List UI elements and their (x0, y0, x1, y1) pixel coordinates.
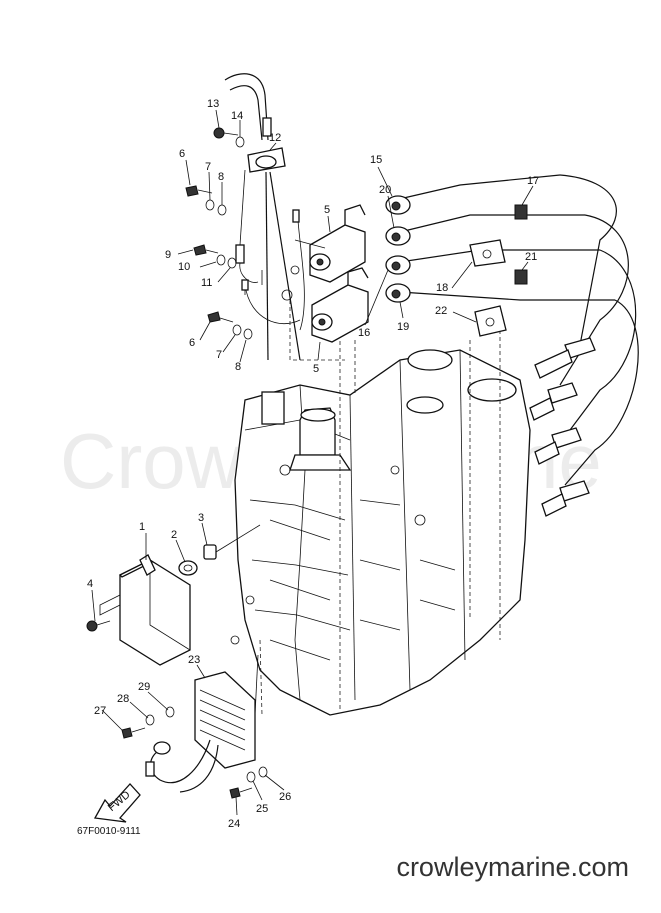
callout-14: 14 (231, 110, 243, 122)
bolt-4 (86, 620, 111, 632)
bolt-6-upper (185, 185, 213, 197)
wire-harness-top (224, 73, 301, 361)
callout-1: 1 (139, 521, 145, 533)
callout-29: 29 (138, 681, 150, 693)
callout-8-lower: 8 (235, 361, 241, 373)
callout-17: 17 (527, 175, 539, 187)
callout-28: 28 (117, 693, 129, 705)
callout-7-upper: 7 (205, 161, 211, 173)
lead-boot-19 (385, 283, 411, 303)
spark-plug-leads (385, 174, 639, 517)
bolt-13 (213, 127, 239, 139)
plug-cap-4 (541, 480, 590, 517)
washer-8-upper (217, 204, 227, 216)
footer-site-url: crowleymarine.com (396, 852, 629, 882)
bolt-27 (121, 727, 146, 739)
callout-19: 19 (397, 321, 409, 333)
fwd-arrow: FWD (93, 783, 141, 823)
washer-29 (165, 706, 175, 718)
clamp-21 (514, 269, 528, 285)
lead-boot-16 (385, 255, 411, 275)
callout-4: 4 (87, 578, 93, 590)
clamp-18 (469, 239, 506, 267)
holder-22 (474, 305, 507, 337)
callout-8-upper: 8 (218, 171, 224, 183)
washer-11 (227, 257, 237, 269)
callout-21: 21 (525, 251, 537, 263)
callout-12: 12 (269, 132, 281, 144)
rectifier-regulator (121, 654, 268, 799)
callout-23: 23 (188, 654, 200, 666)
washer-10 (216, 254, 226, 266)
callout-9: 9 (165, 249, 171, 261)
grommet-2 (178, 560, 198, 576)
ignition-coil-upper (309, 204, 366, 283)
cdi-unit (86, 524, 261, 666)
callout-25: 25 (256, 803, 268, 815)
callout-27: 27 (94, 705, 106, 717)
washer-7-lower (232, 324, 242, 336)
callout-15: 15 (370, 154, 382, 166)
callout-6-lower: 6 (189, 337, 195, 349)
callout-3: 3 (198, 512, 204, 524)
collar-3 (203, 544, 217, 560)
washer-25 (246, 771, 256, 783)
callout-18: 18 (436, 282, 448, 294)
callout-20: 20 (379, 184, 391, 196)
callout-6-upper: 6 (179, 148, 185, 160)
bolt-9 (193, 244, 219, 256)
lead-boot-20 (385, 226, 411, 246)
callout-22: 22 (435, 305, 447, 317)
leader-lines (91, 109, 534, 816)
washer-7-upper (205, 199, 215, 211)
engine-block (230, 320, 531, 716)
ignition-coils (241, 204, 369, 395)
plug-cap-1 (534, 337, 596, 379)
bolt-6-lower (207, 311, 234, 323)
plug-cap-3 (534, 427, 582, 465)
diagram-code: 67F0010-9111 (77, 826, 141, 837)
washer-14 (235, 136, 245, 148)
bolt-24 (229, 787, 253, 799)
clamp-17 (514, 204, 528, 220)
callout-13: 13 (207, 98, 219, 110)
callout-26: 26 (279, 791, 291, 803)
callout-7-lower: 7 (216, 349, 222, 361)
washer-8-lower (243, 328, 253, 340)
callout-2: 2 (171, 529, 177, 541)
washer-28 (145, 714, 155, 726)
washer-26 (258, 766, 268, 778)
lead-boot-15 (385, 195, 411, 215)
callout-24: 24 (228, 818, 240, 830)
callout-5-upper: 5 (324, 204, 330, 216)
callout-10: 10 (178, 261, 190, 273)
fasteners (185, 127, 253, 340)
callout-16: 16 (358, 327, 370, 339)
callout-5-lower: 5 (313, 363, 319, 375)
ignition-coil-lower (311, 267, 369, 343)
callout-numbers: 1 2 3 4 5 5 6 6 7 7 8 8 9 10 11 12 13 14… (87, 98, 539, 830)
plug-cap-2 (529, 382, 578, 421)
callout-11: 11 (201, 277, 212, 289)
